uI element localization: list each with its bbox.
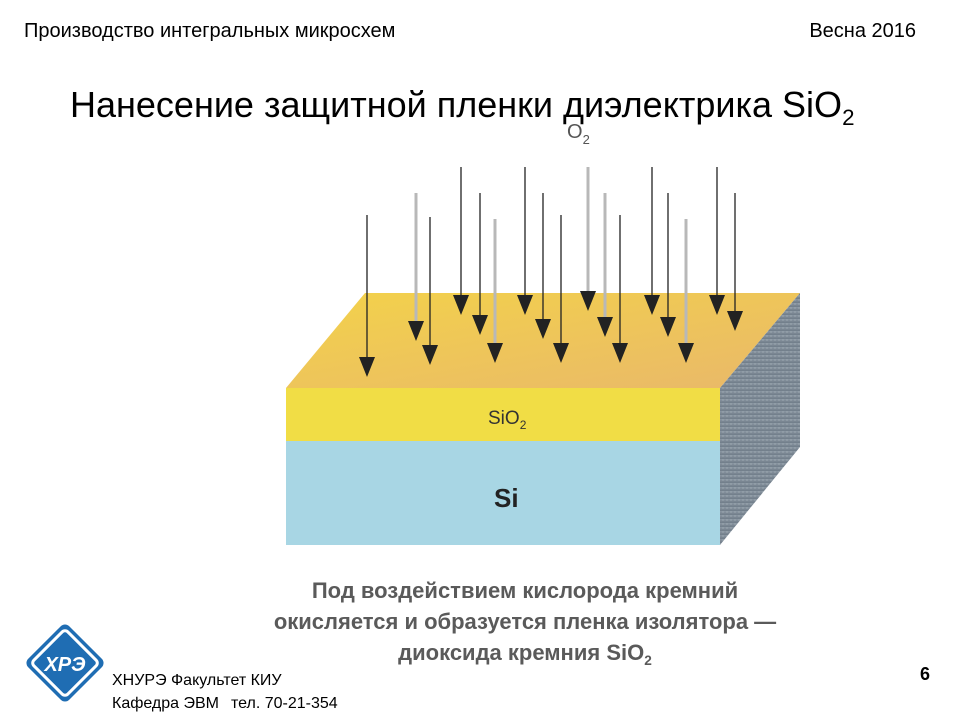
gas-label: O2: [567, 121, 590, 147]
oxygen-arrow: [580, 167, 596, 311]
org-line-2: Кафедра ЭВМ тел. 70-21-354: [112, 695, 338, 713]
caption-line-3-text: диоксида кремния SiO: [398, 640, 645, 665]
slide-title: Нанесение защитной пленки диэлектрика Si…: [70, 84, 854, 131]
oxygen-arrow: [709, 167, 725, 315]
gas-label-subscript: 2: [583, 132, 590, 147]
org-line-1: ХНУРЭ Факультет КИУ: [112, 672, 282, 689]
course-title: Производство интегральных микросхем: [24, 20, 396, 42]
oxygen-arrow: [597, 193, 613, 337]
caption-line-3: диоксида кремния SiO2: [210, 637, 840, 676]
university-logo: ХРЭ: [26, 624, 104, 702]
page-number: 6: [919, 664, 930, 684]
caption-line-1: Под воздействием кислорода кремний: [311, 578, 739, 603]
substrate-front-face: [286, 441, 720, 545]
block-side-face: [720, 293, 800, 545]
oxide-label-text: SiO: [488, 408, 520, 429]
oxygen-arrow: [517, 167, 533, 315]
oxygen-arrow: [453, 167, 469, 315]
caption-line-2: окисляется и образуется пленка изолятора…: [273, 609, 777, 634]
gas-label-text: O: [567, 121, 583, 143]
substrate-label: Si: [494, 483, 519, 513]
oxygen-arrow: [487, 219, 503, 363]
season-label: Весна 2016: [809, 20, 916, 42]
oxygen-arrows: [359, 167, 743, 377]
slide-title-text: Нанесение защитной пленки диэлектрика Si…: [70, 84, 843, 125]
oxide-label-subscript: 2: [520, 418, 527, 432]
oxygen-arrow: [678, 219, 694, 363]
oxygen-arrow: [472, 193, 488, 335]
oxygen-arrow: [660, 193, 676, 337]
oxygen-arrow: [553, 215, 569, 363]
oxide-front-face: [286, 388, 720, 441]
oxygen-arrow: [727, 193, 743, 331]
oxygen-arrow: [422, 217, 438, 365]
oxygen-arrow: [359, 215, 375, 377]
oxygen-arrow: [535, 193, 551, 339]
caption-line-3-subscript: 2: [644, 652, 652, 668]
org-phone: тел. 70-21-354: [231, 695, 338, 712]
oxygen-arrow: [612, 215, 628, 363]
oxidation-diagram: O2 SiO2 Si: [286, 121, 800, 545]
org-department: Кафедра ЭВМ: [112, 695, 220, 712]
oxide-label: SiO2: [488, 408, 527, 432]
logo-text: ХРЭ: [43, 654, 86, 676]
oxygen-arrow: [644, 167, 660, 315]
slide-title-subscript: 2: [842, 104, 855, 130]
oxygen-arrow: [408, 193, 424, 341]
caption: Под воздействием кислорода кремний окисл…: [210, 575, 840, 676]
